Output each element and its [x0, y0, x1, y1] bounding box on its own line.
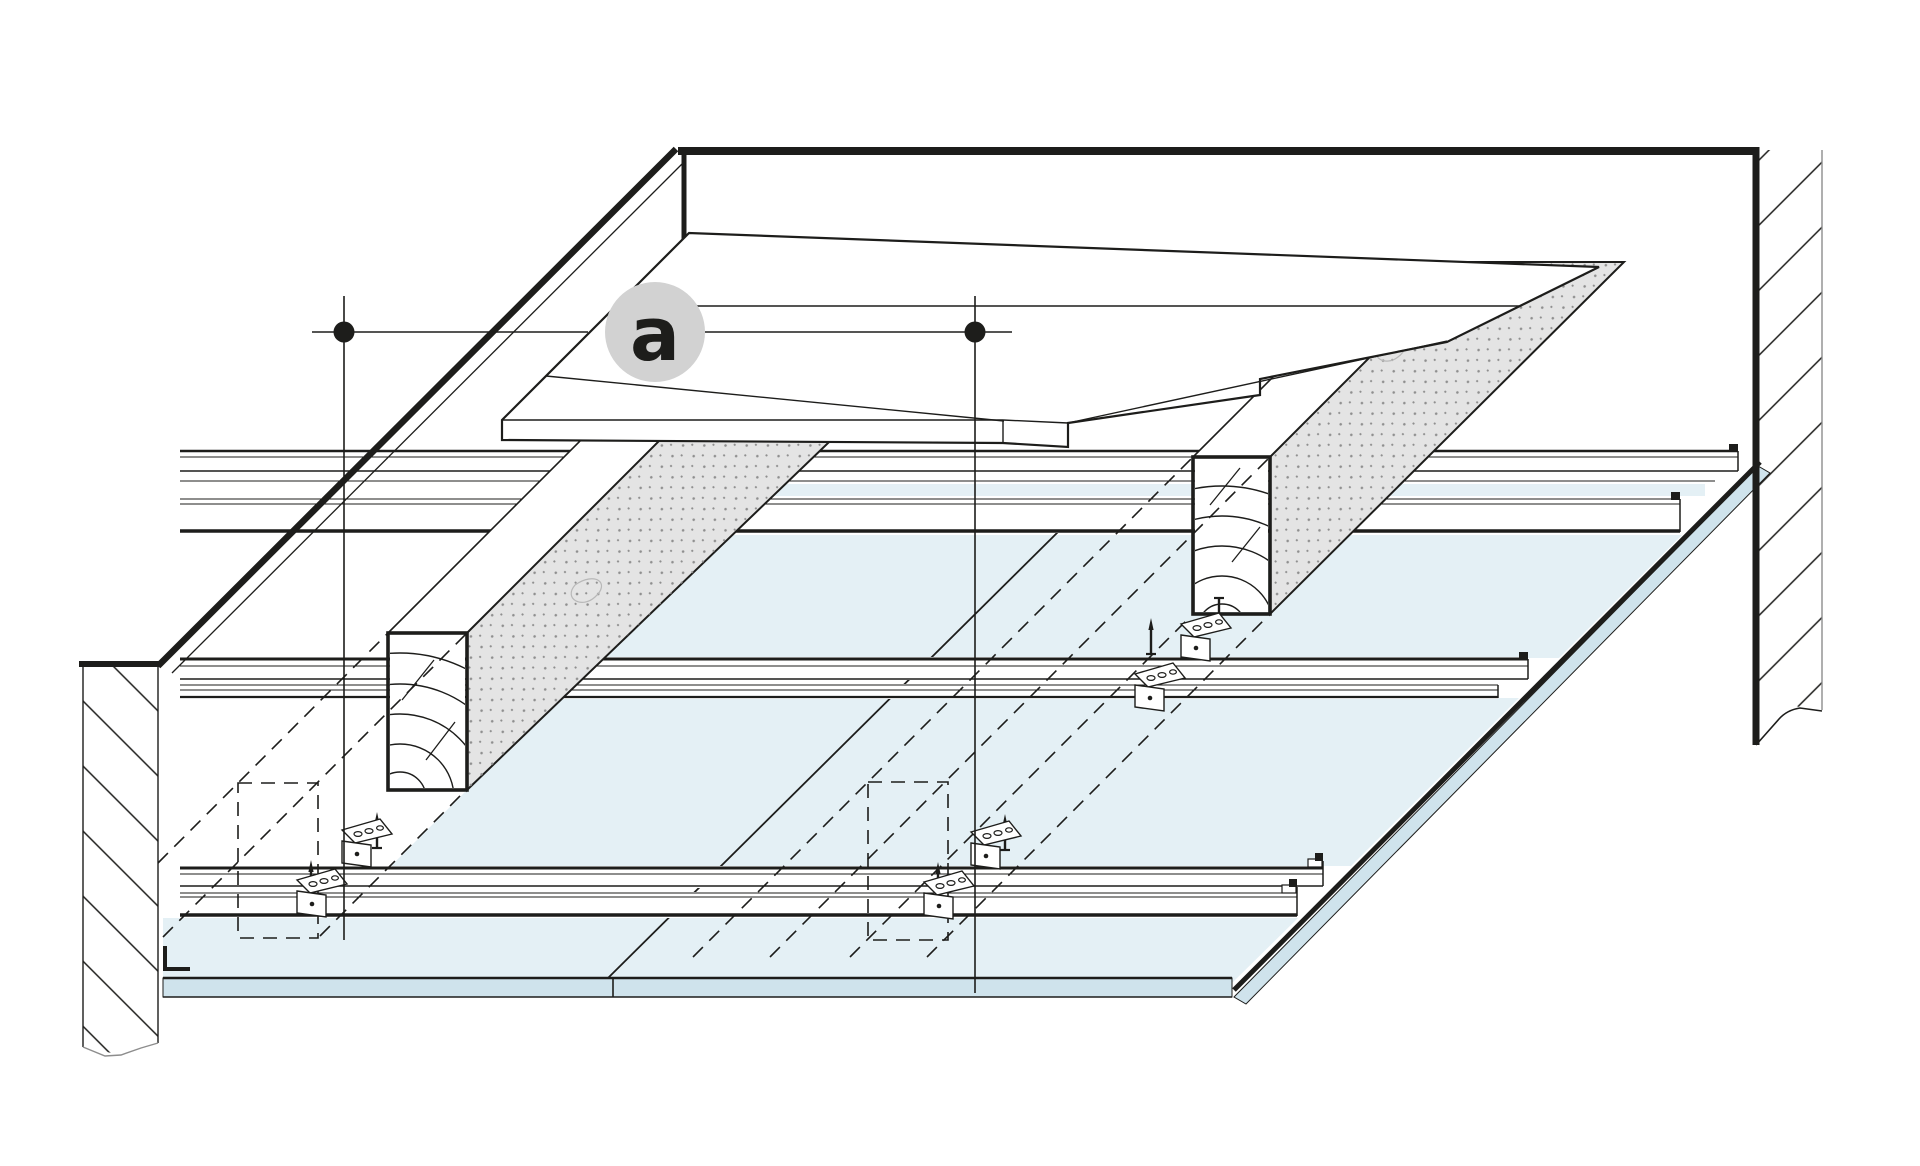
joist-left-end-grain — [390, 635, 465, 788]
reference-cross-right — [705, 296, 1012, 993]
furring-channel-front-2 — [180, 879, 1298, 918]
furring-channel-middle-2 — [180, 684, 1499, 699]
perimeter-angle-profile — [163, 946, 190, 971]
load-distribution-board — [500, 231, 1600, 449]
hidden-hanger-left — [237, 782, 319, 939]
board-seam-front — [545, 375, 1005, 422]
room-shell — [155, 146, 1759, 674]
joist-right-end-grain — [1195, 459, 1268, 612]
back-wall-corner-inner-line — [171, 161, 685, 674]
reference-point-right — [964, 321, 986, 343]
right-wall-break-line — [1755, 707, 1823, 746]
reference-point-left — [333, 321, 355, 343]
board-taper-edge — [1067, 340, 1448, 424]
label-badge-circle — [605, 282, 705, 382]
panel-front-edge — [162, 976, 1233, 998]
back-wall-corner-edge — [155, 146, 679, 669]
label-a-badge: a — [605, 282, 705, 382]
left-wall-break-line — [82, 1042, 159, 1057]
gypsum-panel — [163, 484, 1705, 983]
wood-joist-left — [386, 419, 855, 793]
label-badge-text: a — [630, 292, 680, 378]
reference-cross-left — [312, 296, 588, 940]
furring-channel-front-1 — [180, 853, 1324, 888]
hidden-hanger-center — [867, 781, 949, 941]
right-wall — [1752, 147, 1823, 746]
reference-axes — [312, 296, 1012, 993]
left-wall — [79, 661, 161, 1057]
furring-channel-back-2 — [180, 492, 1681, 533]
